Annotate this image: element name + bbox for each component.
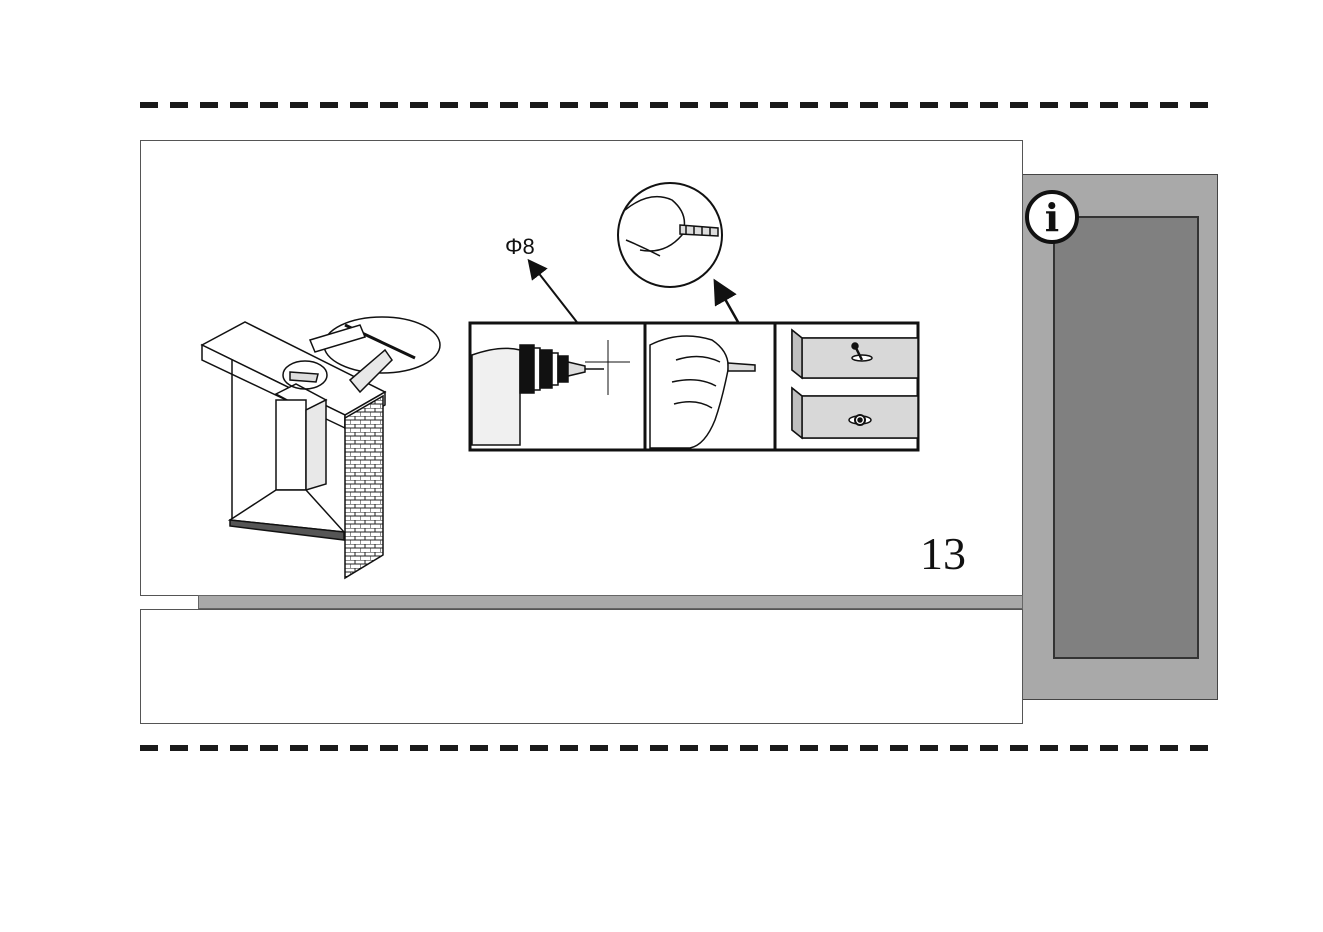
bottom-dashed-divider	[140, 745, 1218, 751]
anchor-magnified-detail	[618, 183, 722, 287]
anchor-pointer-arrow	[716, 283, 738, 322]
page-number: 13	[920, 527, 966, 580]
drill-diameter-label: Φ8	[505, 234, 535, 259]
